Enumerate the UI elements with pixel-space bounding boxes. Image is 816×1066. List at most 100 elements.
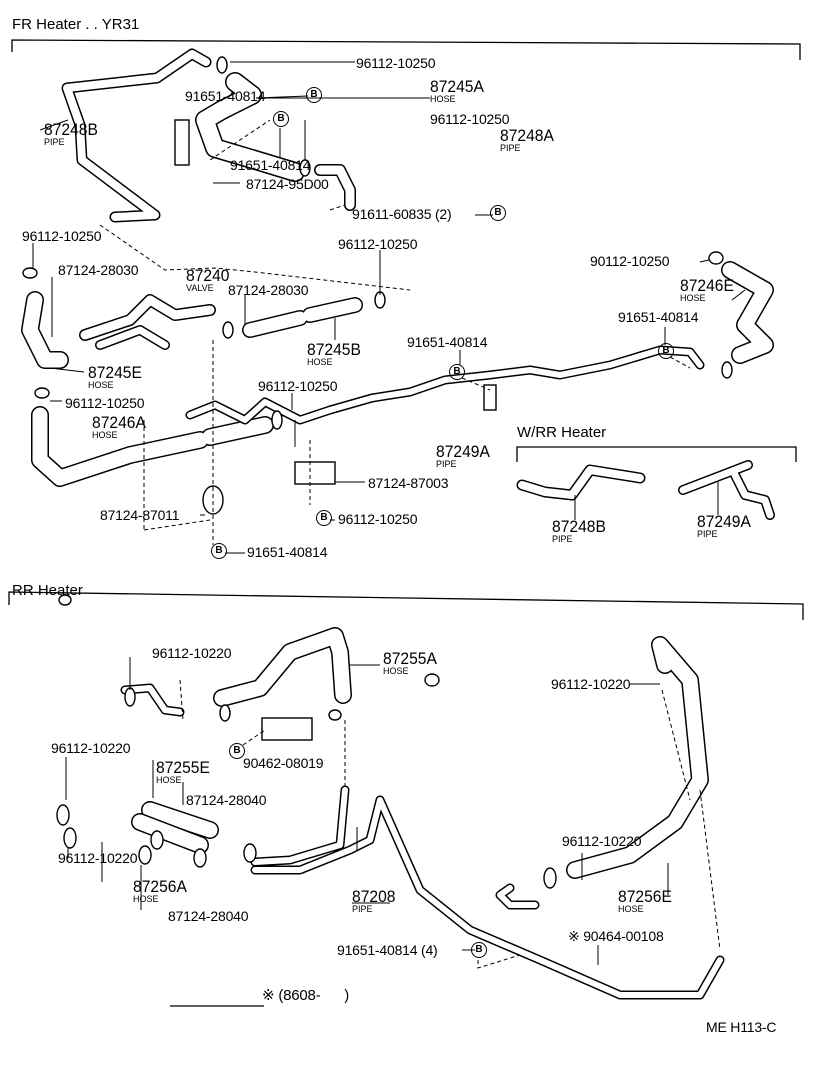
part-number-87245e: 87245E: [88, 363, 142, 382]
section-title-fr-heater: FR Heater . . YR31: [12, 16, 140, 33]
clamp-icon: [424, 673, 440, 687]
bracket-icon: [294, 461, 336, 485]
callout-part-number: 87124-87003: [368, 475, 449, 491]
part-number-87246a: 87246A: [92, 413, 146, 432]
pipe-87249a-wrr: [678, 460, 775, 520]
callout-part-number: 91651-40814: [185, 88, 266, 104]
clamp-icon: [202, 485, 224, 515]
bolt-b-icon: B: [658, 343, 674, 359]
callout-part-number: 91651-40814: [247, 544, 328, 560]
part-number-87240: 87240: [186, 266, 230, 285]
hose-87256a: [131, 813, 209, 854]
callout-part-number: 87124-87011: [100, 507, 180, 523]
callout-part-number: 87124-28040: [168, 908, 249, 924]
part-type: HOSE: [680, 293, 706, 303]
wrr-section-bracket: [516, 446, 797, 462]
part-number-87255e: 87255E: [156, 758, 210, 777]
part-type: VALVE: [186, 283, 214, 293]
hose-87246a: [31, 406, 274, 487]
pipe-87249a: [185, 345, 705, 425]
hose-87246e: [721, 261, 774, 364]
section-title-rr-heater: RR Heater: [12, 582, 83, 599]
part-type: HOSE: [430, 94, 456, 104]
callout-part-number: 96112-10250: [65, 395, 145, 411]
part-number-87249a-wrr: 87249A: [697, 512, 751, 531]
part-number-87245b: 87245B: [307, 340, 361, 359]
leader-lines: [32, 61, 746, 965]
callout-part-number: 91651-40814: [230, 157, 311, 173]
clamp-icon: [138, 845, 152, 865]
clamp-icon: [34, 387, 50, 399]
bolt-b-icon: B: [273, 111, 289, 127]
bolt-b-icon: B: [449, 364, 465, 380]
part-type: PIPE: [352, 904, 373, 914]
part-number-87248a: 87248A: [500, 126, 554, 145]
bracket-icon: [483, 384, 497, 411]
dashed-assembly-lines: [99, 119, 721, 969]
hose-87256e: [566, 636, 709, 879]
callout-part-number: 96112-10220: [152, 645, 232, 661]
part-number-87256e: 87256E: [618, 887, 672, 906]
clamp-icon: [56, 804, 70, 826]
bolt-b-icon: B: [211, 543, 227, 559]
clamp-icon: [271, 410, 283, 430]
clamp-icon: [216, 56, 228, 74]
clamp-icon: [150, 830, 164, 850]
part-type: HOSE: [133, 894, 159, 904]
callout-part-number: 96112-10220: [58, 850, 138, 866]
callout-part-number: 91651-40814: [407, 334, 488, 350]
pipe-87248b: [61, 48, 212, 223]
callout-part-number: 90462-08019: [243, 755, 324, 771]
callout-part-number: 91651-40814: [618, 309, 699, 325]
pipe-87208: [250, 785, 725, 1000]
bolt-b-icon: B: [471, 942, 487, 958]
part-type: HOSE: [92, 430, 118, 440]
clamp-icon: [22, 267, 38, 279]
callout-part-number: 96112-10220: [551, 676, 631, 692]
clamp-icon: [708, 251, 724, 265]
callout-part-number: 96112-10250: [338, 511, 418, 527]
pipe-stub-rr: [120, 683, 540, 910]
callout-part-number: ※ 90464-00108: [568, 928, 664, 944]
callout-part-number: 91651-40814 (4): [337, 942, 438, 958]
hose-87245e: [21, 291, 69, 369]
hose-87245a: [195, 72, 305, 182]
bolt-b-icon: B: [316, 510, 332, 526]
rr-section-bracket: [8, 591, 804, 620]
callout-part-number: 87124-95D00: [246, 176, 329, 192]
part-number-87245a: 87245A: [430, 77, 484, 96]
clamp-icon: [243, 843, 257, 863]
part-number-87246e: 87246E: [680, 276, 734, 295]
callout-part-number: 96112-10220: [562, 833, 642, 849]
part-number-87249a: 87249A: [436, 442, 490, 461]
clamp-icon: [124, 687, 136, 707]
part-type: PIPE: [697, 529, 718, 539]
callout-part-number: 87124-28030: [58, 262, 139, 278]
part-type: HOSE: [383, 666, 409, 676]
part-number-87248b: 87248B: [44, 120, 98, 139]
figure-code: ME H113-C: [706, 1019, 777, 1035]
callout-part-number: 90112-10250: [590, 253, 670, 269]
fr-section-bracket: [11, 39, 801, 60]
part-number-87208: 87208: [352, 887, 396, 906]
pipe-87248b-wrr: [516, 464, 646, 501]
part-type: HOSE: [88, 380, 114, 390]
part-type: PIPE: [500, 143, 521, 153]
part-type: HOSE: [307, 357, 333, 367]
valve-87240: [79, 294, 216, 350]
bracket-icon: [174, 119, 190, 166]
footnote-date-range: ※ (8608- ): [262, 987, 350, 1004]
clamp-icon: [63, 827, 77, 849]
bolt-b-icon: B: [306, 87, 322, 103]
hose-87255e: [141, 801, 219, 839]
callout-part-number: 96112-10220: [51, 740, 131, 756]
callout-part-number: 87124-28030: [228, 282, 309, 298]
clamp-icon: [222, 321, 234, 339]
clamp-icon: [721, 361, 733, 379]
part-number-87248b-wrr: 87248B: [552, 517, 606, 536]
callout-part-number: 96112-10250: [22, 228, 102, 244]
callout-part-number: 96112-10250: [356, 55, 436, 71]
part-type: PIPE: [552, 534, 573, 544]
